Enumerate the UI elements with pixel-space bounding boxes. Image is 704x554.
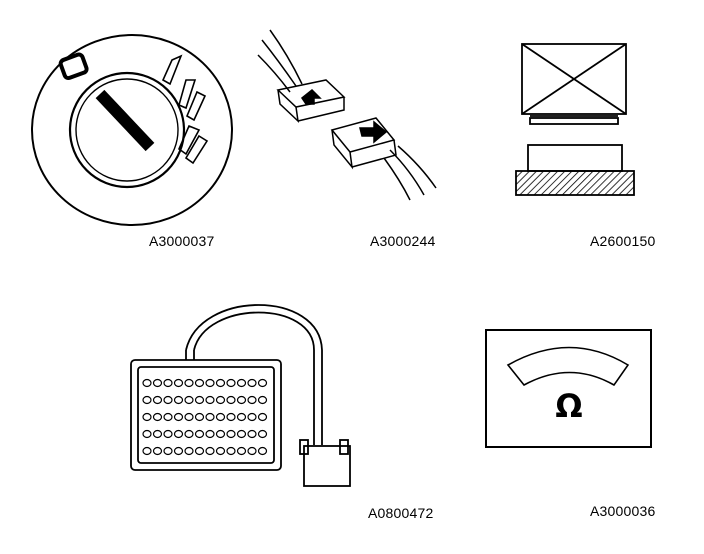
connector-hole xyxy=(236,429,247,439)
connector-hole xyxy=(173,412,184,422)
ignition-switch-icon xyxy=(31,34,233,226)
connector-hole xyxy=(257,429,268,439)
connector-hole xyxy=(152,378,163,388)
connector-hole xyxy=(205,378,215,388)
figure-code-bearing-block: A2600150 xyxy=(590,233,656,249)
connector-hole xyxy=(184,429,194,439)
connector-hole xyxy=(163,412,173,422)
ohmmeter-icon xyxy=(485,329,652,448)
figure-code-connector: A3000244 xyxy=(370,233,436,249)
connector-hole xyxy=(205,395,215,405)
connector-hole xyxy=(163,378,173,388)
connector-hole xyxy=(173,446,184,456)
connector-hole xyxy=(184,395,194,405)
figure-code-ohmmeter: A3000036 xyxy=(590,503,656,519)
connector-hole xyxy=(257,412,268,422)
connector-hole xyxy=(173,395,184,405)
connector-hole xyxy=(152,429,163,439)
connector-hole xyxy=(236,378,247,388)
connector-hole xyxy=(247,412,257,422)
connector-hole xyxy=(152,446,163,456)
connector-hole xyxy=(194,378,205,388)
connector-hole xyxy=(142,412,152,422)
connector-hole xyxy=(205,412,215,422)
connector-hole xyxy=(163,429,173,439)
connector-hole xyxy=(215,412,226,422)
connector-hole xyxy=(247,378,257,388)
figure-code-ignition-switch: A3000037 xyxy=(149,233,215,249)
connector-hole xyxy=(215,395,226,405)
connector-hole xyxy=(257,446,268,456)
connector-hole xyxy=(163,446,173,456)
connector-hole xyxy=(152,395,163,405)
connector-hole xyxy=(236,412,247,422)
connector-hole xyxy=(194,429,205,439)
connector-hole xyxy=(215,446,226,456)
connector-hole xyxy=(247,395,257,405)
connector-hole xyxy=(226,412,236,422)
connector-hole xyxy=(194,446,205,456)
connector-hole xyxy=(257,378,268,388)
connector-hole xyxy=(142,429,152,439)
connector-hole xyxy=(247,446,257,456)
connector-hole xyxy=(215,429,226,439)
connector-hole xyxy=(142,446,152,456)
connector-hole xyxy=(236,395,247,405)
connector-hole xyxy=(152,412,163,422)
connector-hole xyxy=(257,395,268,405)
connector-hole xyxy=(226,378,236,388)
connector-hole xyxy=(173,378,184,388)
connector-hole xyxy=(194,395,205,405)
connector-hole xyxy=(163,395,173,405)
connector-hole xyxy=(184,412,194,422)
connector-hole xyxy=(142,378,152,388)
connector-hole xyxy=(215,378,226,388)
connector-hole xyxy=(226,446,236,456)
connector-hole xyxy=(226,395,236,405)
connector-hole xyxy=(194,412,205,422)
connector-hole xyxy=(236,446,247,456)
connector-hole xyxy=(247,429,257,439)
connector-hole xyxy=(142,395,152,405)
test-box-icon xyxy=(130,304,351,487)
connector-hole xyxy=(173,429,184,439)
connector-hole xyxy=(184,378,194,388)
connector-hole xyxy=(226,429,236,439)
figure-code-test-box: A0800472 xyxy=(368,505,434,521)
connector-hole xyxy=(205,429,215,439)
ohm-symbol: Ω xyxy=(555,387,582,425)
connector-hole xyxy=(205,446,215,456)
bearing-block-icon xyxy=(515,43,635,196)
connector-hole xyxy=(184,446,194,456)
connector-icon xyxy=(257,29,437,201)
